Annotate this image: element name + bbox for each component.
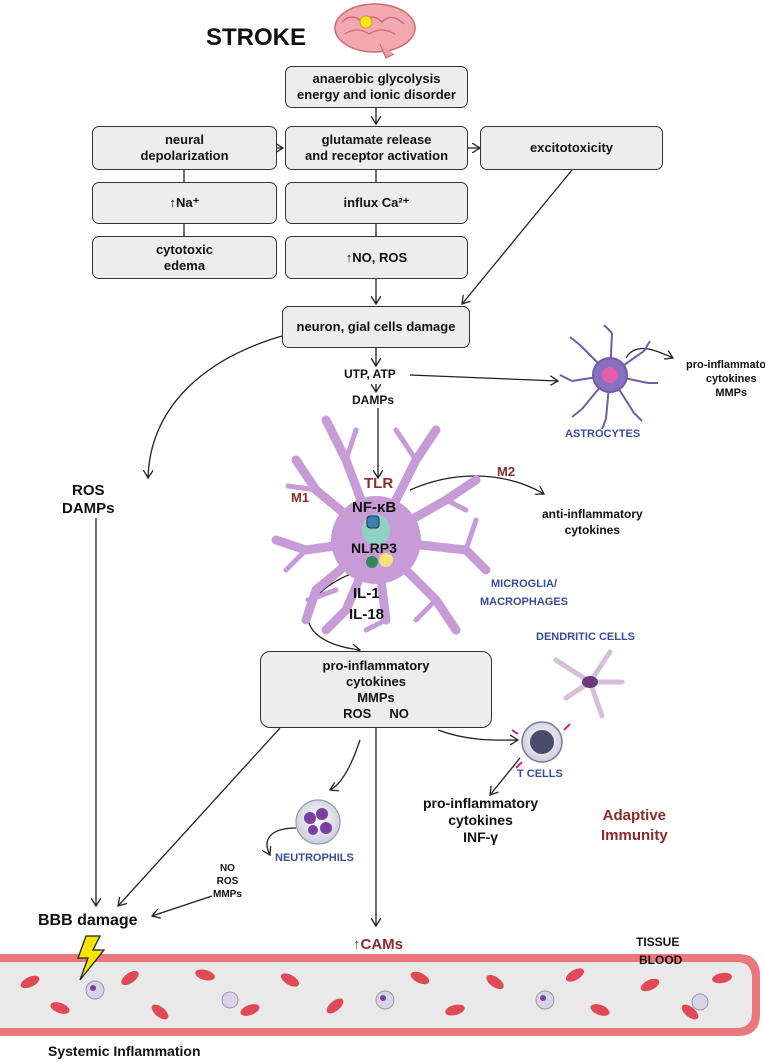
connectors — [96, 108, 673, 926]
t-cell-icon — [511, 721, 571, 769]
bbb-damage-label: BBB damage — [38, 912, 138, 929]
blood-label: BLOOD — [639, 953, 683, 967]
damps-label: DAMPs — [352, 393, 395, 407]
box-excitotoxicity: excitotoxicity — [480, 126, 663, 170]
tlr-label: TLR — [364, 475, 394, 492]
box-cell-damage: neuron, gial cells damage — [282, 306, 470, 348]
microglia-icon — [271, 415, 491, 635]
dendritic-cells-label: DENDRITIC CELLS — [536, 631, 635, 643]
t-cells-label: T CELLS — [517, 768, 563, 780]
box-influx-ca: influx Ca²⁺ — [285, 182, 468, 224]
nlrp3-label: NLRP3 — [351, 540, 397, 556]
astrocytes-label: ASTROCYTES — [565, 428, 641, 440]
il18-label: IL-18 — [349, 606, 385, 623]
nfkb-label: NF-κB — [352, 499, 397, 516]
astrocyte-icon — [559, 324, 658, 430]
m2-label: M2 — [497, 464, 516, 479]
il1-label: IL-1 — [353, 585, 380, 602]
box-na: ↑Na⁺ — [92, 182, 277, 224]
brain-icon — [334, 3, 416, 59]
box-proinflammatory: pro-inflammatory cytokines MMPs ROS NO — [260, 651, 492, 728]
box-no-ros: ↑NO, ROS — [285, 236, 468, 279]
dendritic-cell-icon — [553, 649, 625, 719]
neutrophils-label: NEUTROPHILS — [275, 852, 354, 864]
lightning-icon — [77, 935, 106, 981]
systemic-inflammation-label: Systemic Inflammation — [48, 1043, 201, 1059]
page-title: STROKE — [206, 24, 307, 51]
m1-label: M1 — [291, 490, 310, 505]
tissue-label: TISSUE — [636, 935, 680, 949]
utp-atp-label: UTP, ATP — [344, 367, 396, 381]
blood-vessel — [0, 954, 760, 1036]
neutrophil-icon — [295, 799, 341, 845]
microglia-label: MICROGLIA/MACROPHAGES — [480, 578, 569, 608]
cams-label: ↑CAMs — [353, 936, 404, 953]
